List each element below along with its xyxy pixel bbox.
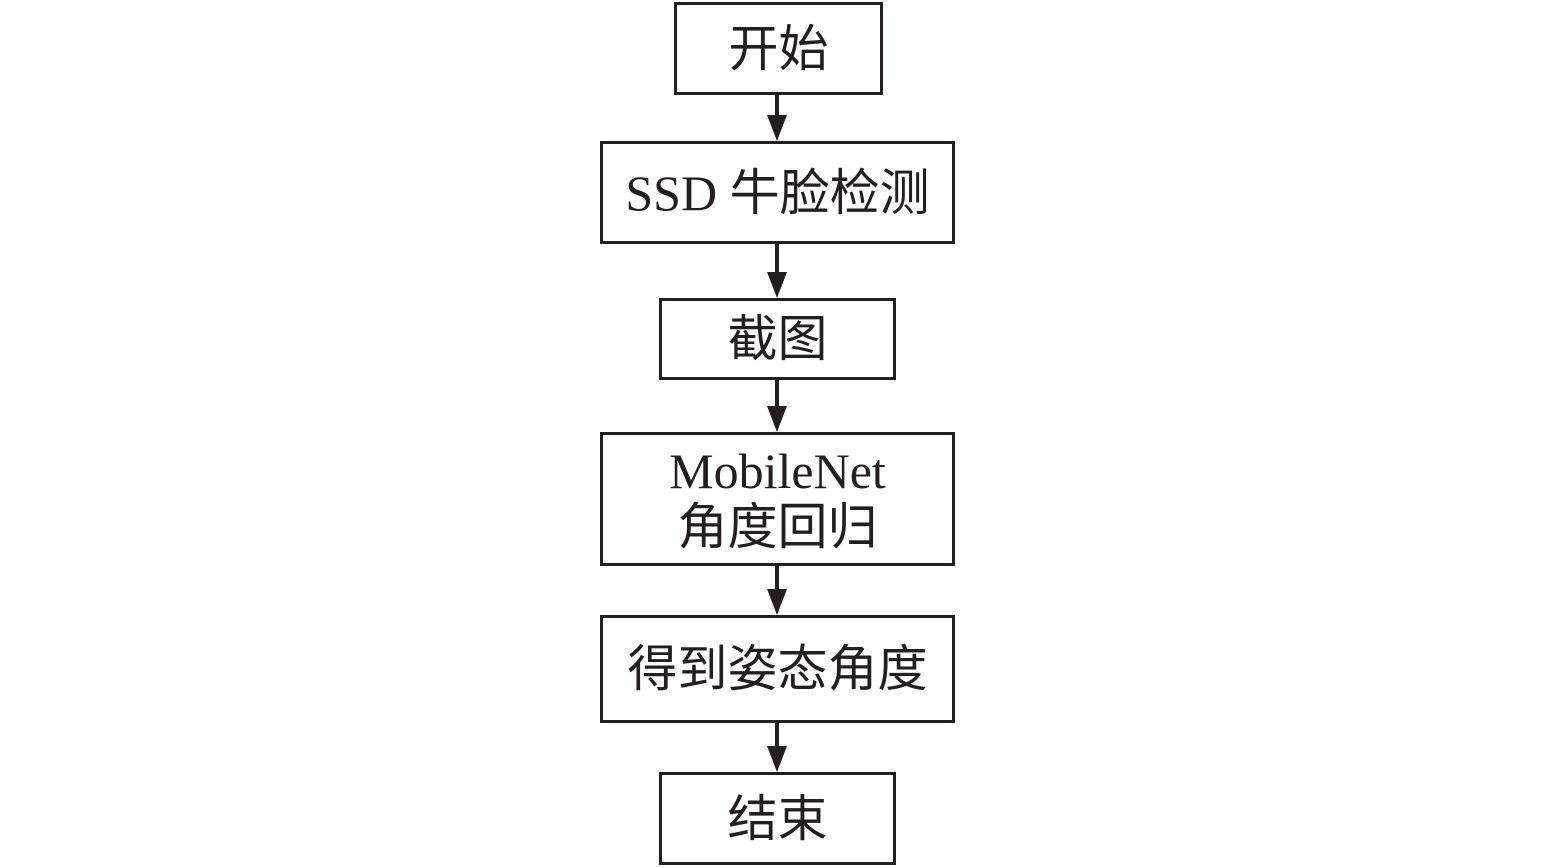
ssd-detection-node: SSD 牛脸检测 [600,141,955,244]
arrow-regression-to-result [767,566,787,615]
mobilenet-label: MobileNet [669,443,886,499]
crop-label: 截图 [727,311,828,367]
start-node: 开始 [674,2,883,95]
mobilenet-regression-node: MobileNet 角度回归 [600,432,955,566]
angle-regression-label: 角度回归 [677,499,878,555]
arrow-crop-to-regression [767,380,787,432]
crop-node: 截图 [659,298,896,380]
pose-angle-node: 得到姿态角度 [600,615,955,723]
pose-angle-label: 得到姿态角度 [627,641,928,697]
arrow-detect-to-crop [767,244,787,298]
arrow-start-to-detect [767,95,787,141]
ssd-detection-label: SSD 牛脸检测 [625,164,930,221]
start-label: 开始 [728,20,829,77]
end-node: 结束 [659,772,896,865]
arrow-result-to-end [767,723,787,772]
end-label: 结束 [727,790,828,847]
